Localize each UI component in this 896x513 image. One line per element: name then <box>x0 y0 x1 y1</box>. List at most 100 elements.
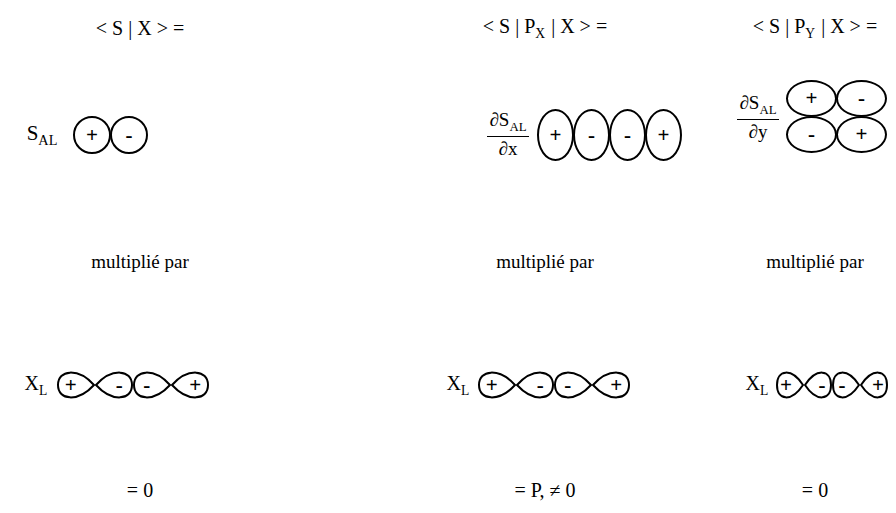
petal-path <box>58 373 94 398</box>
orbital-petal: + <box>57 369 95 401</box>
petal-outline <box>832 369 860 401</box>
petal-outline <box>133 369 171 401</box>
orbital-petal: - <box>516 369 554 401</box>
fraction-numerator: ∂SAL <box>737 92 778 120</box>
derivative-name: ∂SAL∂x <box>487 109 528 161</box>
lobe-sign: - <box>858 88 865 109</box>
lobe-sign: - <box>116 375 123 396</box>
petal-path <box>833 373 859 398</box>
lobe-sign: + <box>550 125 562 146</box>
orbital-lobe: + <box>73 116 111 154</box>
petal-outline <box>804 369 832 401</box>
lobe-sign: + <box>856 124 868 145</box>
subscript-text: X <box>535 26 545 41</box>
label-text: X <box>25 372 39 394</box>
lobe-sign: - <box>839 375 846 396</box>
lobe-sign: - <box>126 125 133 146</box>
orbital-lobe: + <box>537 109 574 161</box>
label-text: S <box>27 121 39 145</box>
orbital-name: XL <box>746 371 769 399</box>
orbital-lobe: + <box>836 116 887 153</box>
lobe-sign: - <box>588 125 595 146</box>
subscript-text: L <box>760 383 768 398</box>
petal-outline <box>95 369 133 401</box>
label-text: X <box>746 372 760 394</box>
petal-path <box>861 373 887 398</box>
label-text: multiplié par <box>496 251 594 272</box>
lobe-sign: - <box>624 125 631 146</box>
label-text: ∂S <box>739 92 759 113</box>
orbital-lobe: + <box>786 80 837 117</box>
orbital-lobe: - <box>573 109 610 161</box>
lobe-sign: + <box>65 375 77 396</box>
subscript-text: AL <box>759 102 776 117</box>
lobe-sign: + <box>780 375 792 396</box>
operator-note: multiplié par <box>91 251 189 274</box>
orbital-lobe: - <box>110 116 148 154</box>
petal-path <box>555 373 591 398</box>
overlap-bracket: < S | PX| X > = <box>483 14 607 42</box>
label-text: < S | P <box>483 15 536 37</box>
orbital-petal: - <box>554 369 592 401</box>
label-text: multiplié par <box>766 251 864 272</box>
subscript-text: AL <box>38 132 57 148</box>
orbital-petal: - <box>804 369 832 401</box>
label-text: ∂y <box>749 121 768 142</box>
petal-path <box>96 373 132 398</box>
orbital-petal: + <box>776 369 804 401</box>
petal-path <box>593 373 629 398</box>
operator-note: multiplié par <box>766 251 864 274</box>
lobe-sign: + <box>86 125 98 146</box>
orbital-name: XL <box>447 371 470 399</box>
orbital-lobe: - <box>786 116 837 153</box>
label-text: | X > = <box>821 15 877 37</box>
orbital-petal: + <box>478 369 516 401</box>
orbital-petal: + <box>171 369 209 401</box>
label-text: = P, ≠ 0 <box>514 479 575 501</box>
operator-note: multiplié par <box>496 251 594 274</box>
orbital-lobe: - <box>836 80 887 117</box>
lobe-sign: + <box>872 375 884 396</box>
lobe-sign: - <box>808 124 815 145</box>
petal-path <box>805 373 831 398</box>
orbital-lobe: - <box>609 109 646 161</box>
orbital-petal: - <box>95 369 133 401</box>
petal-path <box>134 373 170 398</box>
orbital-petal: - <box>133 369 171 401</box>
result-value: = P, ≠ 0 <box>514 478 575 502</box>
orbital-name: SAL <box>27 121 58 149</box>
label-text: < S | P <box>753 15 806 37</box>
label-text: X <box>447 372 461 394</box>
label-text: < S | X > = <box>96 17 184 39</box>
label-text: = 0 <box>127 479 153 501</box>
lobe-sign: - <box>143 375 150 396</box>
lobe-sign: - <box>564 375 571 396</box>
lobe-sign: + <box>658 125 670 146</box>
label-text: multiplié par <box>91 251 189 272</box>
petal-outline <box>516 369 554 401</box>
lobe-sign: + <box>486 375 498 396</box>
orbital-lobe: + <box>645 109 682 161</box>
overlap-bracket: < S | X > = <box>96 16 184 40</box>
lobe-sign: + <box>610 375 622 396</box>
orbital-petal: + <box>860 369 888 401</box>
derivative-name: ∂SAL∂y <box>737 92 778 144</box>
orbital-petal: + <box>592 369 630 401</box>
petal-path <box>517 373 553 398</box>
label-text: ∂S <box>489 109 509 130</box>
lobe-sign: - <box>537 375 544 396</box>
orbital-name: XL <box>25 371 48 399</box>
subscript-text: L <box>461 383 469 398</box>
petal-path <box>479 373 515 398</box>
subscript-text: L <box>39 383 47 398</box>
label-text: = 0 <box>802 479 828 501</box>
label-text: ∂x <box>499 138 518 159</box>
fraction: ∂SAL∂x <box>487 109 528 161</box>
fraction-denominator: ∂x <box>499 137 518 161</box>
fraction: ∂SAL∂y <box>737 92 778 144</box>
fraction-numerator: ∂SAL <box>487 109 528 137</box>
subscript-text: AL <box>509 119 526 134</box>
fraction-denominator: ∂y <box>749 120 768 144</box>
subscript-text: Y <box>805 26 815 41</box>
